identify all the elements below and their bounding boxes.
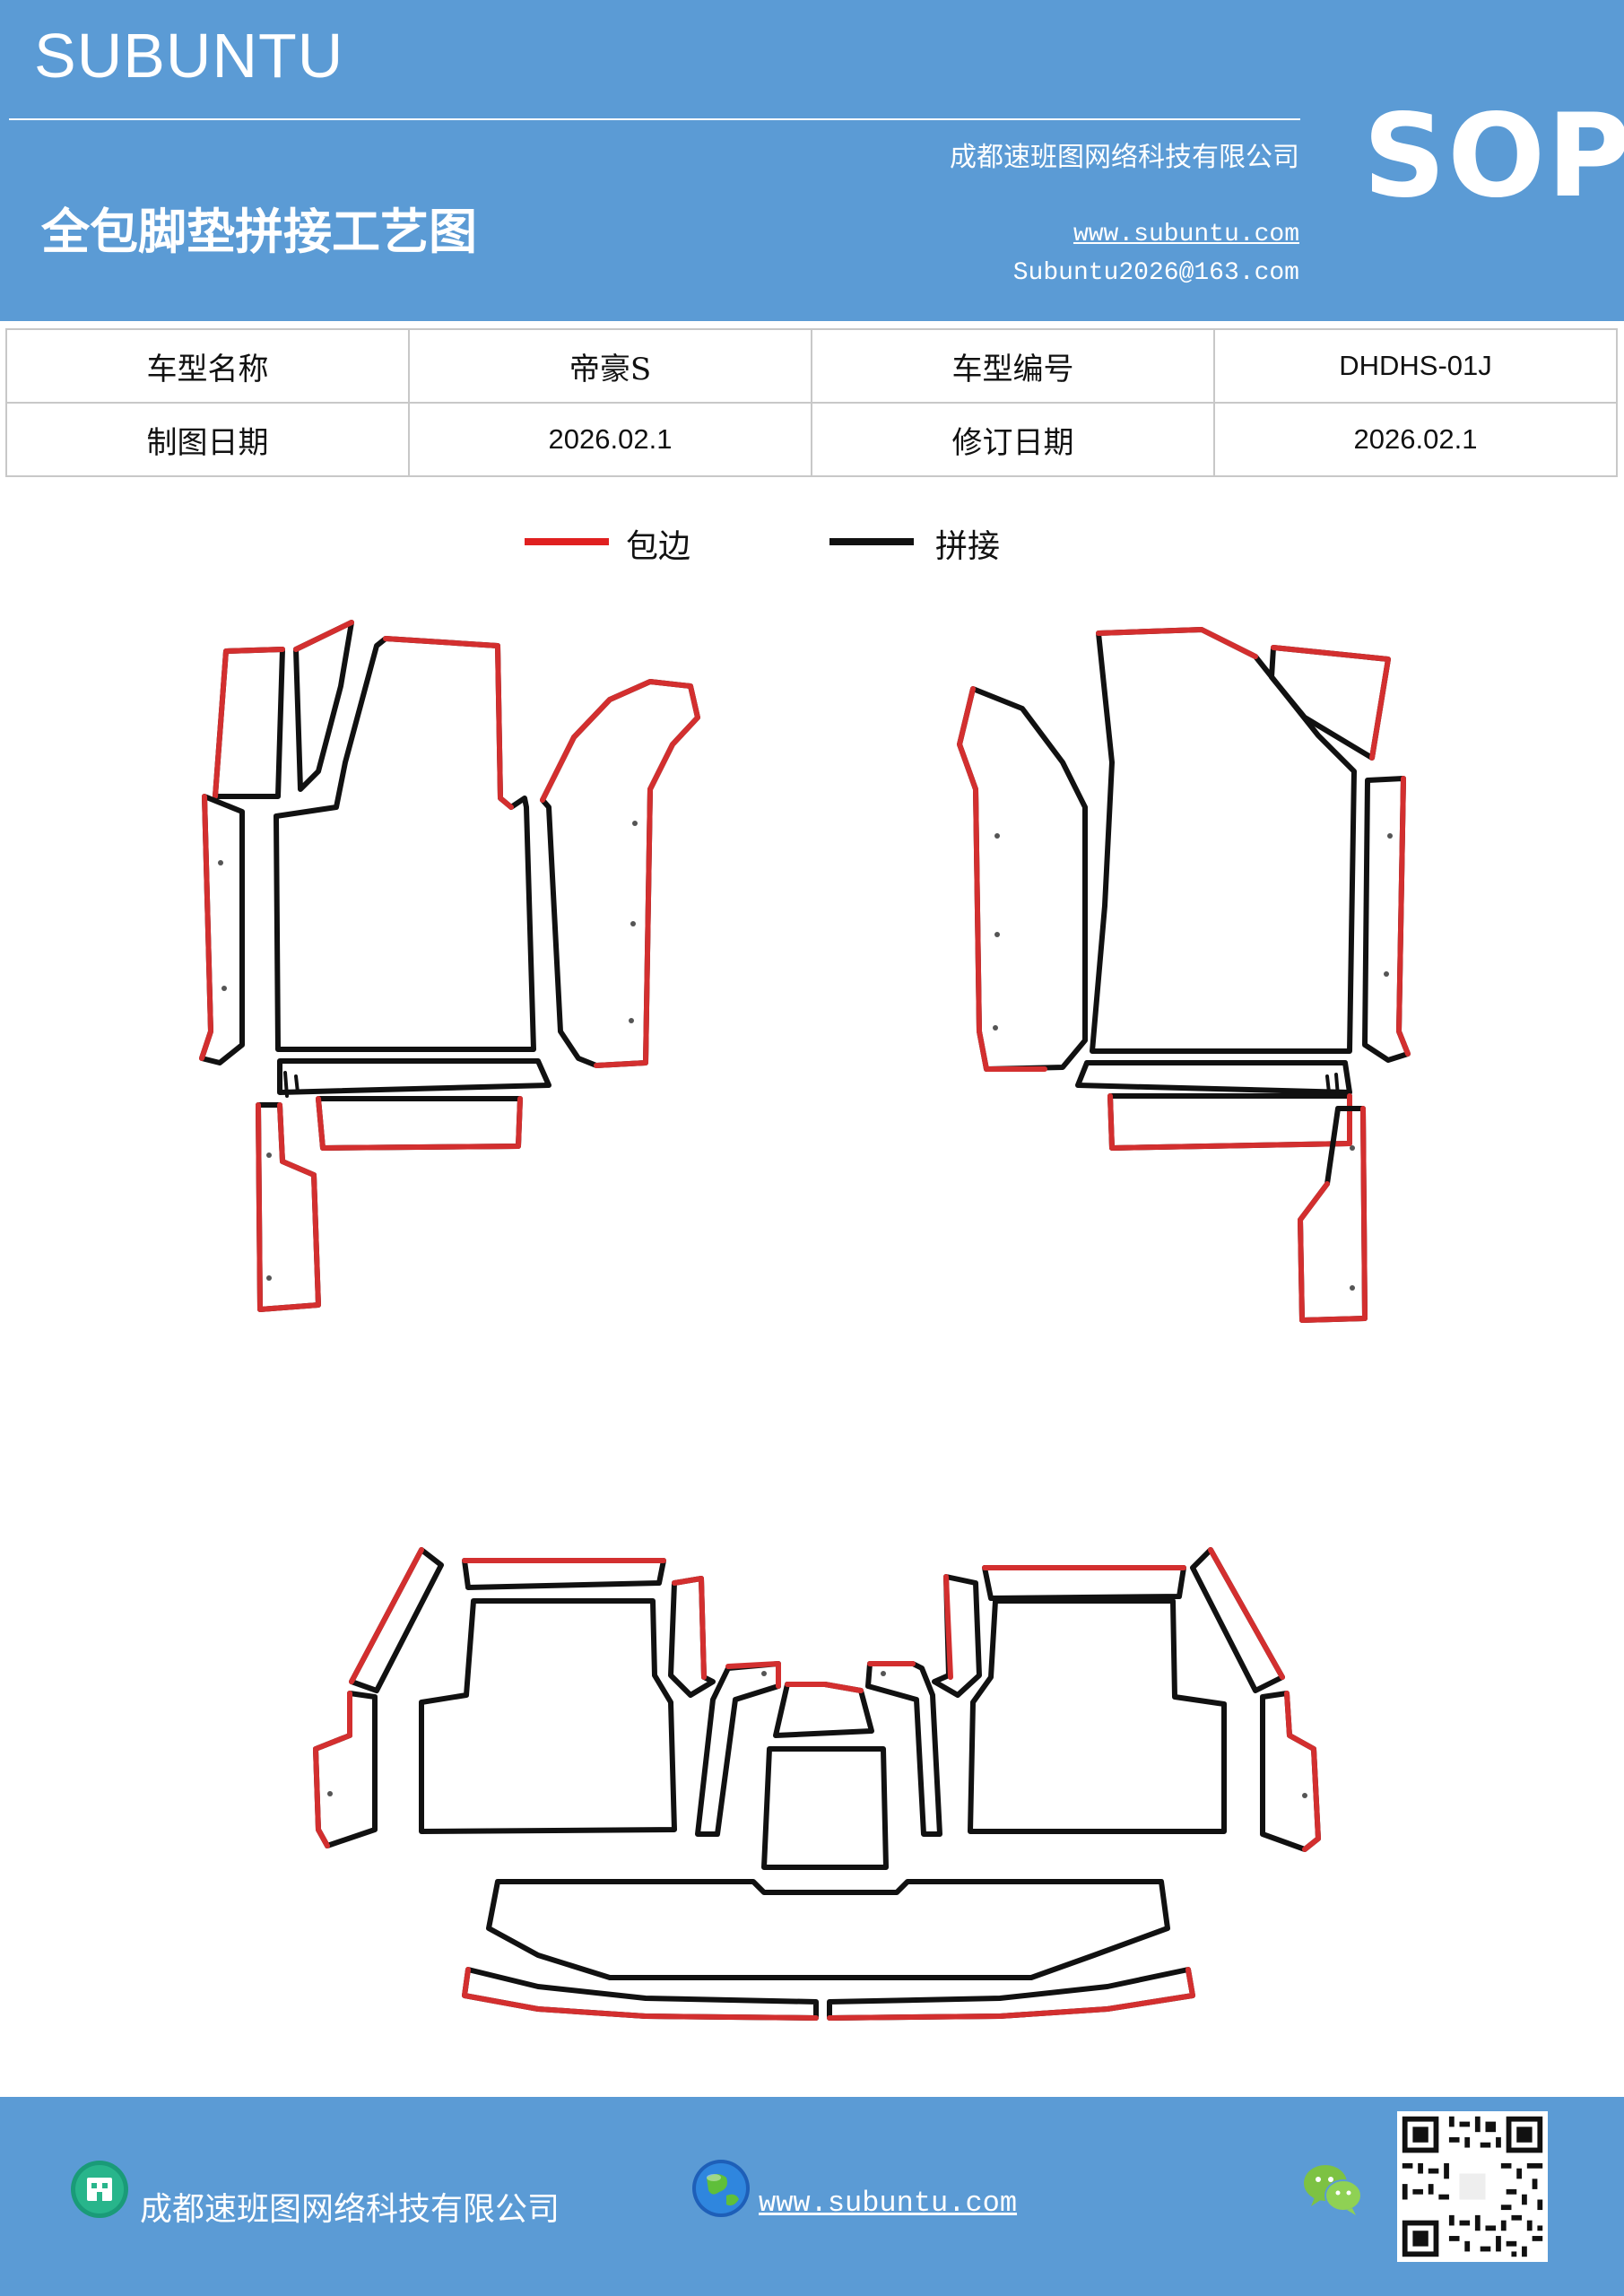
mat-piece-rl-topbar: [462, 1558, 666, 1590]
vehicle-info-table: 车型名称 帝豪S 车型编号 DHDHS-01J 制图日期 2026.02.1 修…: [5, 328, 1618, 477]
email-address: Subuntu2026@163.com: [1012, 259, 1299, 287]
footer-company-name: 成都速班图网络科技有限公司: [140, 2191, 560, 2228]
legend-label-seam: 拼接: [935, 528, 1001, 565]
mat-piece-fr-bar: [1075, 1060, 1352, 1095]
mat-piece-center-lower: [761, 1746, 889, 1870]
header-banner: SUBUNTU 成都速班图网络科技有限公司 全包脚垫拼接工艺图 www.subu…: [0, 0, 1624, 321]
brand-logo-text: SUBUNTU: [34, 21, 344, 91]
table-cell: 车型名称: [5, 328, 410, 404]
table-cell: 制图日期: [5, 402, 410, 477]
mat-piece-rr-door: [932, 1574, 982, 1698]
table-cell: DHDHS-01J: [1213, 328, 1618, 404]
legend-label-edge: 包边: [626, 528, 691, 565]
table-cell: 2026.02.1: [408, 402, 812, 477]
table-cell: 2026.02.1: [1213, 402, 1618, 477]
table-row: 制图日期 2026.02.1 修订日期 2026.02.1: [5, 402, 1618, 477]
company-name: 成都速班图网络科技有限公司: [950, 142, 1299, 173]
mat-piece-fr-main: [1090, 627, 1357, 1054]
page-title: 全包脚垫拼接工艺图: [41, 203, 477, 260]
legend-swatch-edge: [525, 538, 609, 545]
front-right-mat-group: [957, 627, 1411, 1323]
table-cell: 修订日期: [811, 402, 1215, 477]
table-row: 车型名称 帝豪S 车型编号 DHDHS-01J: [5, 328, 1618, 404]
wechat-icon[interactable]: [1302, 2161, 1363, 2217]
table-cell: 帝豪S: [408, 328, 812, 404]
mat-piece-rr-topbar: [982, 1565, 1186, 1601]
mat-piece-fl-main: [274, 636, 536, 1052]
mat-piece-rl-side: [313, 1691, 378, 1848]
legend: 包边 拼接: [0, 520, 1624, 574]
header-divider: [9, 118, 1300, 120]
qr-code: [1397, 2111, 1548, 2262]
globe-icon: [692, 2160, 750, 2217]
sop-badge: SOP: [1363, 90, 1624, 223]
mat-piece-rr-slant: [1190, 1547, 1285, 1693]
mat-piece-fr-heel: [1107, 1093, 1352, 1151]
floor-mat-diagram: [199, 620, 1411, 2021]
building-icon: [71, 2161, 128, 2218]
table-cell: 车型编号: [811, 328, 1215, 404]
mat-piece-rr-tunnel: [865, 1661, 942, 1837]
mat-piece-rr-main: [968, 1598, 1227, 1834]
footer-website-link[interactable]: www.subuntu.com: [759, 2187, 1018, 2220]
legend-swatch-seam: [829, 538, 914, 545]
mat-piece-rear-long: [486, 1879, 1170, 1980]
front-left-mat-group: [199, 620, 700, 1312]
mat-piece-fl-bar: [277, 1058, 551, 1095]
website-link[interactable]: www.subuntu.com: [1073, 221, 1299, 248]
mat-piece-rl-slant: [349, 1547, 444, 1693]
footer-banner: 成都速班图网络科技有限公司 www.subuntu.com: [0, 2097, 1624, 2296]
mat-piece-fl-heel: [316, 1096, 523, 1151]
mat-piece-fr-door-lower: [1298, 1106, 1368, 1323]
rear-mat-group: [313, 1547, 1321, 2021]
mat-piece-rl-main: [419, 1598, 677, 1834]
